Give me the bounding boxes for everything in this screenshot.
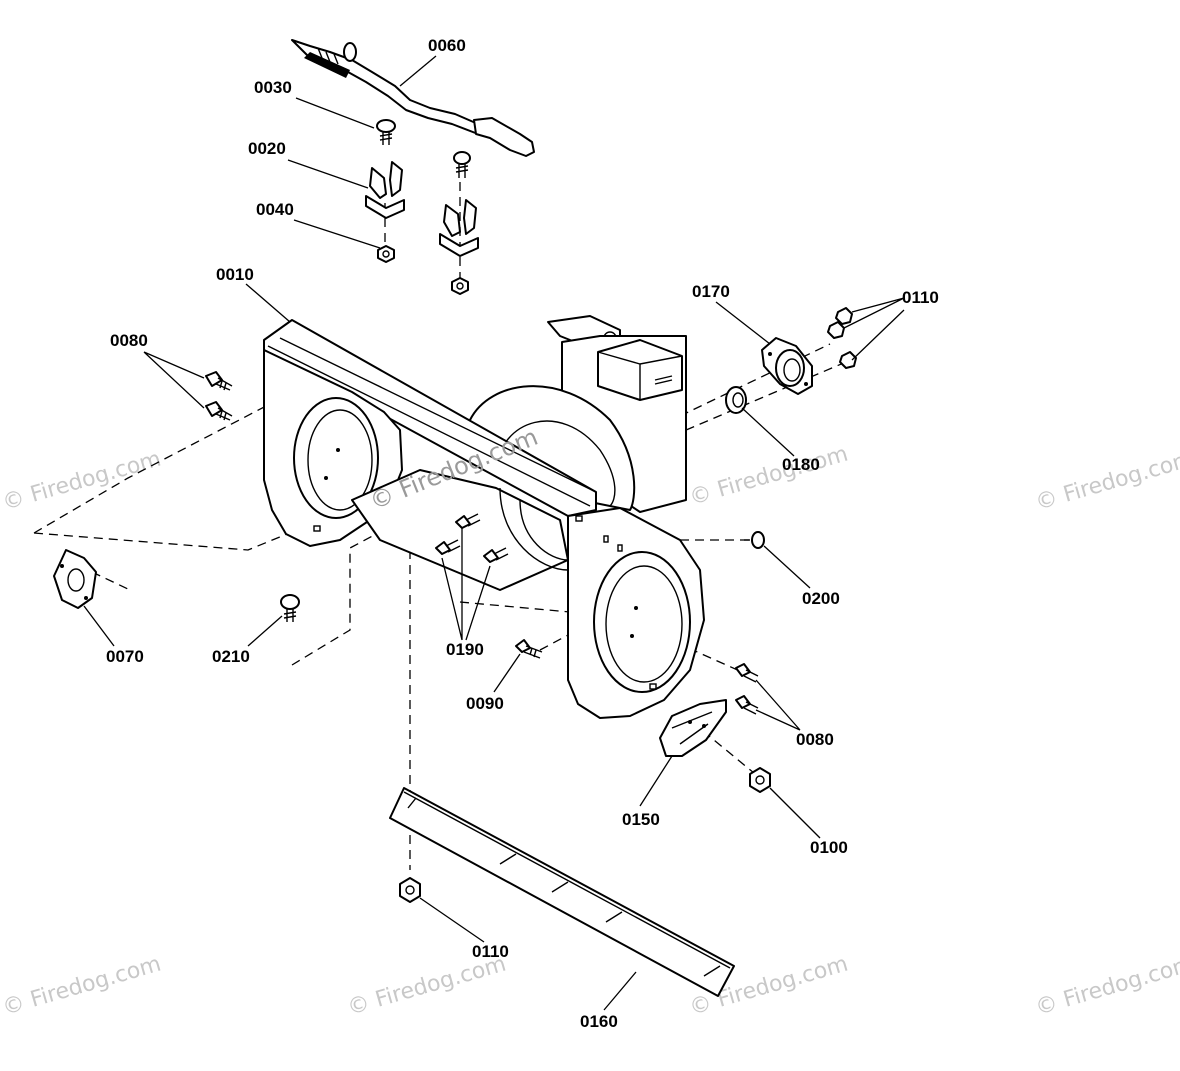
handle-rod-part xyxy=(291,39,535,157)
callout-0020: 0020 xyxy=(248,139,286,158)
callout-0070: 0070 xyxy=(106,647,144,666)
bolt-part xyxy=(205,371,233,421)
callout-0170: 0170 xyxy=(692,282,730,301)
watermark-text: © Firedog.com xyxy=(1033,447,1180,516)
watermark-text: © Firedog.com xyxy=(687,442,851,511)
callout-0060: 0060 xyxy=(428,36,466,55)
watermark-text: © Firedog.com xyxy=(0,447,164,516)
callout-labels: 0060 0030 0020 0040 0010 0080 0170 0110 … xyxy=(106,36,939,1031)
bearing-plate-part xyxy=(53,549,97,609)
clamp-part xyxy=(365,161,479,257)
shave-plate-part xyxy=(389,787,735,997)
auger-housing-part xyxy=(263,315,705,719)
callout-0090: 0090 xyxy=(466,694,504,713)
callout-0180: 0180 xyxy=(782,455,820,474)
nut-part xyxy=(827,307,857,369)
callout-0150: 0150 xyxy=(622,810,660,829)
skid-shoe-part xyxy=(659,699,727,757)
bolt-part xyxy=(515,639,543,659)
bearing-flange-part xyxy=(761,337,813,395)
callout-0110: 0110 xyxy=(472,942,509,961)
screw-part xyxy=(376,119,471,178)
nut-part xyxy=(749,767,771,793)
nut-part xyxy=(377,245,469,295)
callout-0080: 0080 xyxy=(110,331,148,350)
watermark-text: © Firedog.com xyxy=(1033,952,1180,1021)
callout-0110: 0110 xyxy=(902,288,939,307)
nut-part xyxy=(399,877,421,903)
callout-0160: 0160 xyxy=(580,1012,618,1031)
callout-0210: 0210 xyxy=(212,647,250,666)
callout-0030: 0030 xyxy=(254,78,292,97)
callout-0190: 0190 xyxy=(446,640,484,659)
callout-0080: 0080 xyxy=(796,730,834,749)
carriage-bolt-part xyxy=(280,594,300,622)
leader-lines xyxy=(83,55,905,1011)
bolt-part xyxy=(735,663,759,715)
callout-0200: 0200 xyxy=(802,589,840,608)
rivet-part xyxy=(744,531,765,549)
callout-0010: 0010 xyxy=(216,265,254,284)
watermark-text: © Firedog.com xyxy=(345,952,509,1021)
bearing-part xyxy=(725,386,747,414)
callout-0040: 0040 xyxy=(256,200,294,219)
watermark-text: © Firedog.com xyxy=(0,952,164,1021)
bolt-part xyxy=(435,513,509,563)
callout-0100: 0100 xyxy=(810,838,848,857)
